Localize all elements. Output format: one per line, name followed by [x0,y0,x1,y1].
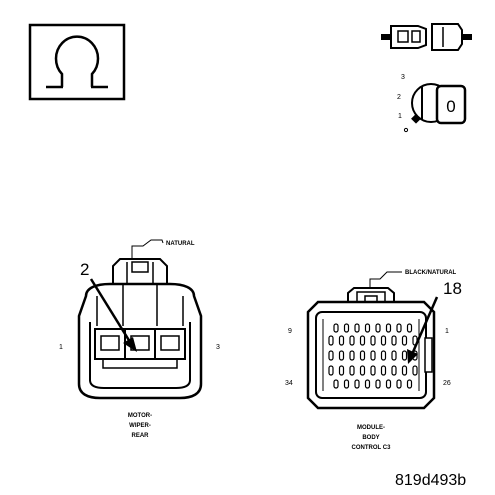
module-pin-bottom-left: 34 [285,380,293,387]
module-pin-bottom-right: 26 [443,380,451,387]
module-pin-cavity [396,379,402,389]
motor-callout-number: 2 [80,260,89,279]
module-pin-cavity [385,379,392,389]
module-pin-cavity [349,350,355,361]
module-pin-cavity [364,379,371,389]
ignition-key-icon: 0 3 2 1 [397,74,467,133]
module-pin-cavity [354,379,360,389]
module-pin-cavities [328,323,418,389]
module-pin-cavity [412,365,418,376]
module-pin-top-left: 9 [288,328,292,335]
module-pin-cavity [349,335,355,346]
module-pin-cavity [391,335,397,346]
motor-name-line-3: REAR [131,433,149,439]
module-pin-cavity [370,335,376,346]
module-pin-cavity [406,379,413,389]
motor-wiper-rear-connector: NATURAL 2 1 3 MOTOR- WIPER- REAR [59,239,220,439]
ignition-position-3: 3 [401,74,405,81]
ignition-position-2: 2 [397,94,401,101]
module-pin-cavity [333,323,339,333]
module-pin-cavity [364,323,371,333]
module-pin-cavity [349,365,355,376]
module-pin-cavity [375,379,381,389]
motor-pin-right: 3 [216,344,220,351]
module-pin-cavity [385,323,392,333]
module-name-line-1: MODULE- [357,425,385,431]
module-pin-cavity [338,365,345,376]
motor-name-line-1: MOTOR- [128,413,152,419]
module-pin-cavity [359,335,366,346]
module-pin-cavity [380,335,387,346]
module-pin-cavity [406,323,413,333]
module-pin-cavity [359,350,366,361]
module-pin-cavity [391,365,397,376]
module-pin-cavity [354,323,360,333]
ohm-symbol-icon [28,23,126,101]
motor-name-line-2: WIPER- [129,423,151,429]
module-pin-cavity [328,365,334,376]
module-name-line-3: CONTROL C3 [352,445,392,451]
module-pin-cavity [359,365,366,376]
motor-pin-left: 1 [59,344,63,351]
module-pin-cavity [380,365,387,376]
module-pin-cavity [401,350,408,361]
module-pin-cavity [401,365,408,376]
ignition-position-1: 1 [398,113,402,120]
module-callout-number: 18 [443,279,462,298]
motor-wire-color-label: NATURAL [166,241,195,247]
module-wire-color-label: BLACK/NATURAL [405,270,457,276]
module-pin-cavity [391,350,397,361]
module-body-control-c3-connector: BLACK/NATURAL 18 9 1 34 26 MODULE- BODY … [285,270,462,451]
module-pin-cavity [338,350,345,361]
module-pin-cavity [328,350,334,361]
module-pin-cavity [338,335,345,346]
module-name-line-2: BODY [362,435,379,441]
figure-id: 819d493b [395,472,466,489]
module-pin-cavity [343,323,350,333]
module-pin-cavity [343,379,350,389]
ignition-key-label: 0 [446,97,455,116]
module-pin-top-right: 1 [445,328,449,335]
module-pin-cavity [396,323,402,333]
module-pin-cavity [328,335,334,346]
module-pin-cavity [401,335,408,346]
module-pin-cavity [370,365,376,376]
module-pin-cavity [375,323,381,333]
connector-disconnected-icon [381,23,472,51]
module-pin-cavity [380,350,387,361]
module-pin-cavity [370,350,376,361]
module-pin-cavity [333,379,339,389]
